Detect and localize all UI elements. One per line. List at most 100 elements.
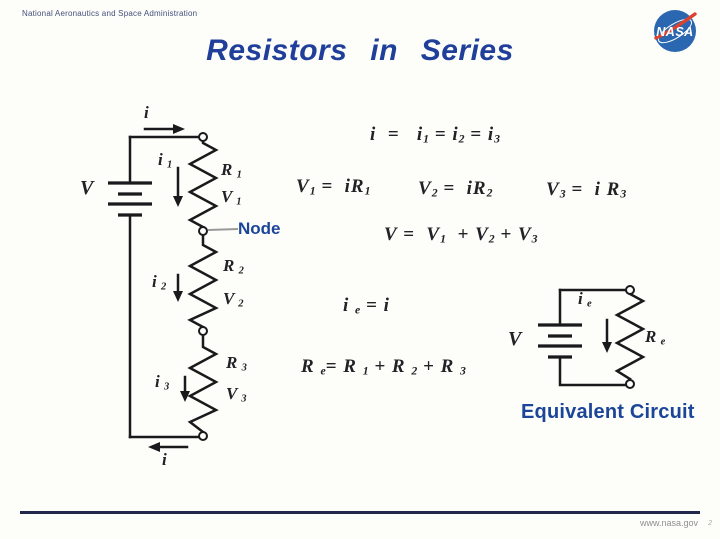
page-title: Resistors in Series (206, 34, 514, 67)
symbol: R (221, 160, 237, 179)
subscript: e (355, 303, 361, 317)
symbol: V (546, 179, 560, 200)
node-top (198, 132, 208, 142)
symbol: = (360, 295, 384, 316)
label-voltage-v1: V 1 (221, 187, 242, 207)
symbol: iR (344, 176, 365, 197)
subscript: e (586, 298, 592, 310)
subscript: 1 (166, 159, 173, 171)
symbol: V (508, 328, 522, 350)
equation-ie: i e = i (343, 295, 390, 318)
label-equiv-voltage: V (508, 328, 521, 351)
label-current-i-top: i (144, 103, 149, 123)
nasa-logo-icon: NASA (651, 7, 699, 55)
subscript: 3 (559, 187, 566, 201)
symbol: R (440, 356, 460, 377)
symbol: i (487, 124, 495, 145)
subscript: 2 (458, 132, 465, 146)
symbol: i (416, 124, 424, 145)
subscript: 3 (494, 132, 501, 146)
symbol: i R (594, 179, 621, 200)
symbol: i (152, 272, 161, 291)
symbol: i (370, 124, 377, 145)
subscript: 3 (241, 362, 247, 374)
label-resistor-r2: R 2 (223, 256, 244, 276)
equivalent-circuit-caption: Equivalent Circuit (521, 401, 695, 423)
symbol: V (226, 384, 242, 403)
symbol: + (417, 356, 441, 377)
node-callout: Node (238, 219, 281, 238)
equation-v3: V3 = i R3 (546, 179, 626, 202)
label-equiv-resistance: R e (645, 327, 665, 347)
node-bottom (198, 431, 208, 441)
subscript: 2 (486, 186, 493, 200)
footer-divider (20, 511, 700, 514)
symbol: i (383, 295, 390, 316)
logo-orbit (657, 18, 693, 44)
label-current-ie: i e (578, 289, 592, 309)
label-current-i2: i 2 (152, 272, 166, 292)
symbol: V (517, 224, 532, 245)
nasa-logo-svg: NASA (654, 10, 697, 52)
symbol: R (226, 353, 242, 372)
symbol: = (315, 176, 345, 197)
symbol: R (645, 327, 661, 346)
subscript: e (320, 364, 326, 378)
node-lower (198, 326, 208, 336)
subscript: 1 (309, 184, 316, 198)
equiv-node-top (625, 285, 635, 295)
subscript: 1 (236, 196, 242, 208)
subscript: e (660, 336, 666, 348)
subscript: 1 (423, 132, 430, 146)
equivalent-circuit-svg (538, 285, 646, 389)
symbol: = (325, 356, 344, 377)
subscript: 3 (531, 232, 538, 246)
arrow-ie-head (602, 342, 612, 353)
symbol: i (452, 124, 459, 145)
equiv-node-bottom (625, 379, 635, 389)
subscript: 1 (236, 169, 242, 181)
symbol: = (376, 124, 417, 145)
resistor-r3-zigzag (187, 333, 219, 434)
subscript: 2 (160, 281, 167, 293)
subscript: 3 (163, 381, 170, 393)
equiv-bottom-wire (558, 355, 628, 387)
subscript: 2 (431, 186, 438, 200)
symbol: i (578, 289, 587, 308)
footer-page-number: 2 (708, 520, 712, 527)
subscript: 1 (440, 232, 446, 246)
equation-v2: V2 = iR2 (418, 178, 493, 201)
subscript: 2 (488, 232, 495, 246)
symbol: + (494, 224, 518, 245)
symbol: V (223, 289, 239, 308)
symbol: V (475, 224, 489, 245)
symbol: V (418, 178, 432, 199)
subscript: 1 (362, 364, 369, 378)
label-voltage-v2: V 2 (223, 289, 244, 309)
series-circuit-diagram (55, 100, 305, 470)
resistor-r1-zigzag (187, 139, 219, 229)
symbol: i (158, 150, 167, 169)
subscript: 2 (411, 364, 418, 378)
symbol: i (144, 103, 149, 122)
subscript: 3 (241, 393, 247, 405)
symbol: = (565, 179, 595, 200)
logo-text: NASA (656, 25, 693, 39)
subscript: 2 (238, 298, 244, 310)
symbol: V (80, 177, 94, 199)
subscript: 2 (238, 265, 244, 277)
label-voltage-source: V (80, 177, 93, 200)
symbol: iR (466, 178, 487, 199)
symbol: i (162, 450, 167, 469)
agency-name-text: National Aeronautics and Space Administr… (22, 9, 198, 18)
symbol: R (391, 356, 412, 377)
symbol: R (343, 356, 363, 377)
arrow-i-bottom-head (148, 442, 160, 452)
node-pointer-line (207, 228, 239, 231)
symbol: R (223, 256, 239, 275)
label-resistor-r3: R 3 (226, 353, 247, 373)
label-current-i3: i 3 (155, 372, 169, 392)
label-voltage-v3: V 3 (226, 384, 247, 404)
symbol: = (437, 178, 467, 199)
